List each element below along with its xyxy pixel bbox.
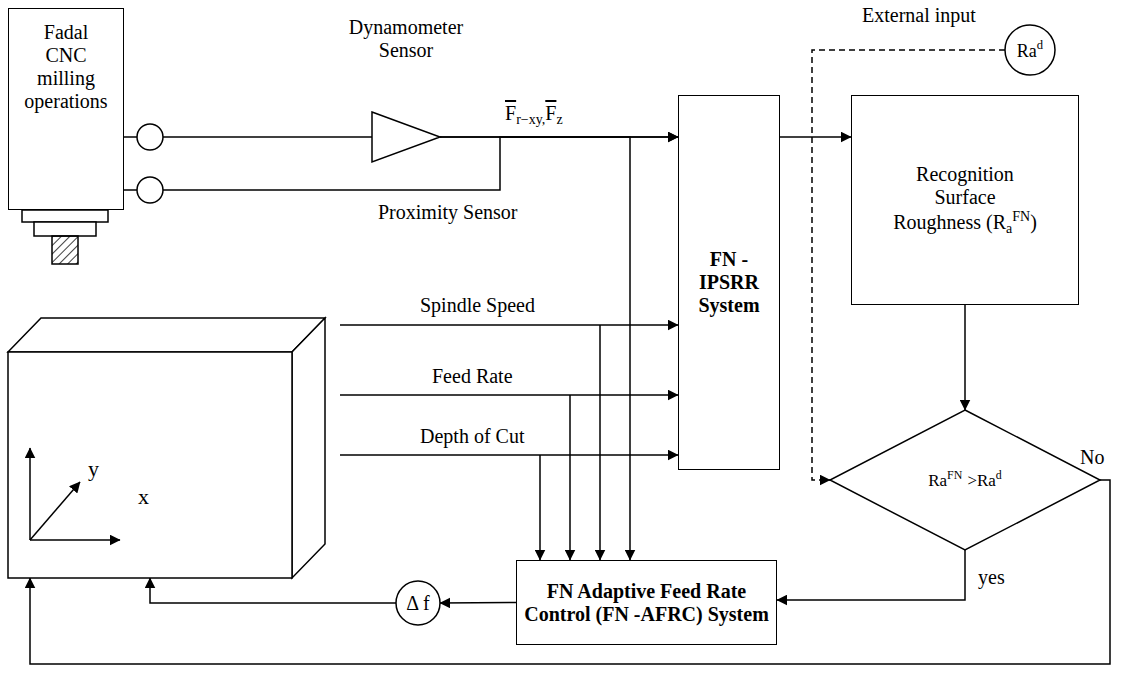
end-mill <box>52 236 78 264</box>
signal-label: Fr−xy,Fz <box>505 102 563 127</box>
node-text: x <box>138 484 149 509</box>
text-block: Rad <box>1015 36 1045 63</box>
spindle-head <box>22 210 108 222</box>
connector <box>964 305 966 410</box>
signal-label: External input <box>862 4 976 26</box>
node-text: d <box>996 468 1002 482</box>
control-box: FN Adaptive Feed Rate Control (FN -AFRC)… <box>516 560 777 645</box>
feed-rate-line <box>340 394 678 396</box>
spindle-speed-line <box>340 324 678 326</box>
decision-diamond-outline <box>830 410 1100 550</box>
workpiece-block-outline <box>8 318 325 578</box>
signal-name: r−xy, <box>516 112 545 127</box>
spindle-branch <box>599 325 601 560</box>
signal-label: Proximity Sensor <box>378 201 517 223</box>
text-block: FN Adaptive Feed Rate Control (FN -AFRC)… <box>517 574 776 632</box>
decision-diamond: RaFN >Rad <box>830 410 1100 550</box>
connector <box>777 550 965 600</box>
tool-holder <box>34 222 96 236</box>
text-block: Fadal CNC milling operations <box>9 9 123 125</box>
sensor-circle <box>137 124 163 150</box>
text-block: Δ f <box>405 591 430 616</box>
node-text: d <box>1037 38 1043 52</box>
node-text: Dynamometer Sensor <box>327 16 485 62</box>
workpiece-block: yx <box>8 318 325 578</box>
signal-label: Spindle Speed <box>420 294 535 316</box>
sensor-circle <box>137 177 163 203</box>
edge-label: No <box>1080 446 1104 468</box>
node-text: FN <box>1012 209 1030 224</box>
signal-name: z <box>556 112 562 127</box>
amplifier-triangle-outline <box>372 112 440 162</box>
node-text: Fadal CNC milling operations <box>24 21 107 112</box>
depth-branch <box>539 455 541 560</box>
node-text: FN Adaptive Feed Rate Control (FN -AFRC)… <box>524 580 769 625</box>
input-circle: Rad <box>1005 25 1055 75</box>
signal-name: F <box>505 102 516 124</box>
node-text: Ra <box>928 471 947 490</box>
text-block: FN - IPSRR System <box>679 242 779 323</box>
node-text: y <box>88 456 99 481</box>
signal-label: Depth of Cut <box>420 425 524 447</box>
amplifier-triangle: Dynamometer Sensor <box>372 112 440 162</box>
connector <box>150 578 396 603</box>
node-text: a <box>1006 221 1012 236</box>
signal-label: Feed Rate <box>432 365 513 387</box>
node-text: Ra <box>1017 41 1037 61</box>
connector <box>440 602 516 604</box>
node-text: FN <box>947 468 962 482</box>
node-text: FN - IPSRR System <box>698 248 759 316</box>
connector <box>780 136 851 138</box>
text-block: RaFN >Rad <box>926 467 1004 493</box>
edge-label: yes <box>978 566 1005 588</box>
feed-branch <box>569 395 571 560</box>
node-text: ) <box>1030 211 1037 233</box>
text-block: Recognition Surface Roughness (RaFN) <box>882 155 1048 245</box>
output-circle: Δ f <box>396 581 440 625</box>
machine-box: Fadal CNC milling operations <box>8 8 124 210</box>
node-text: >Ra <box>967 471 995 490</box>
process-box: FN - IPSRR System <box>678 95 780 470</box>
node-text: Recognition Surface Roughness (R <box>893 163 1014 233</box>
signal-name: F <box>545 102 556 124</box>
depth-of-cut-line <box>340 454 678 456</box>
node-text: Δ f <box>406 592 429 614</box>
process-box: Recognition Surface Roughness (RaFN) <box>851 95 1079 305</box>
